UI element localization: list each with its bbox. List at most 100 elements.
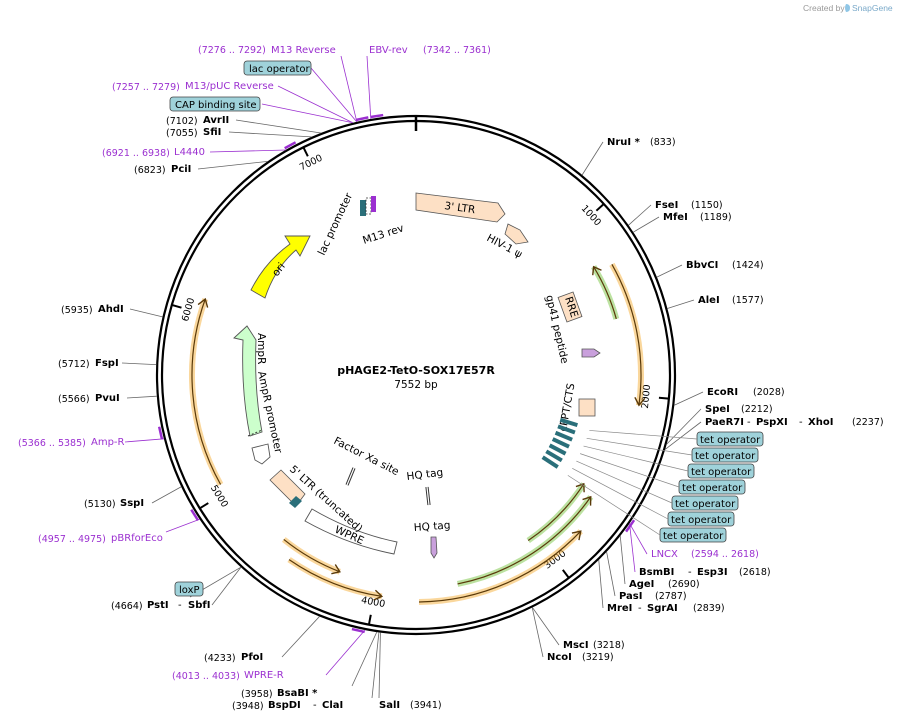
svg-text:(7342 .. 7361): (7342 .. 7361) (423, 45, 491, 56)
primer-m13-reverse[interactable]: (7276 .. 7292)M13 Reverse (198, 45, 336, 56)
box-lac-operator[interactable]: lac operator (243, 60, 312, 76)
cds-green-2[interactable] (456, 495, 594, 587)
site-psti[interactable]: (4664) PstI - SbfI (111, 600, 210, 612)
primer-amp-r[interactable]: (5366 .. 5385)Amp-R (18, 437, 125, 449)
svg-text:tet operator: tet operator (682, 483, 743, 494)
svg-text:loxP: loxP (179, 585, 200, 596)
site-bsmbi[interactable]: BsmBI - Esp3I (2618) (639, 567, 771, 578)
primer-lncx[interactable]: LNCX(2594 .. 2618) (651, 549, 759, 560)
site-pvui[interactable]: (5566)PvuI (58, 393, 120, 405)
box-tet-operator[interactable]: tet operator (691, 447, 759, 463)
leader-line (351, 631, 378, 687)
leader-line (211, 566, 242, 606)
site-ncoi[interactable]: NcoI(3219) (547, 652, 614, 663)
feature-ampr[interactable]: AmpR AmpR promoter (233, 325, 284, 465)
site-msci[interactable]: MscI(3218) (563, 640, 625, 651)
svg-text:-: - (638, 603, 642, 614)
box-tet-operator[interactable]: tet operator (696, 431, 764, 447)
site-bspdi[interactable]: (3948) BspDI - ClaI (232, 700, 343, 712)
svg-text:(7102): (7102) (166, 116, 198, 127)
primer-ebv-rev[interactable]: EBV-rev(7342 .. 7361) (369, 45, 491, 56)
leader-line (629, 523, 636, 573)
svg-text:(3941): (3941) (410, 700, 442, 711)
svg-text:tet operator: tet operator (663, 531, 724, 542)
site-sspi[interactable]: (5130)SspI (84, 498, 144, 510)
leader-line (633, 216, 660, 233)
box-tet-operator[interactable]: tet operator (687, 463, 755, 479)
box-loxp[interactable]: loxP (174, 581, 204, 597)
primer-l4440[interactable]: (6921 .. 6938)L4440 (102, 147, 205, 159)
cds-green-1[interactable] (591, 265, 620, 320)
site-pasi[interactable]: PasI(2787) (619, 591, 687, 602)
site-paer7i[interactable]: PaeR7I - PspXI - XhoI (2237) (705, 417, 884, 428)
tick-label: 5000 (208, 483, 230, 509)
box-tet-operator[interactable]: tet operator (659, 527, 727, 543)
site-ahdi[interactable]: (5935)AhdI (61, 304, 124, 316)
leader-line (209, 149, 286, 153)
site-pcii[interactable]: (6823)PciI (134, 164, 191, 176)
svg-text:LNCX: LNCX (651, 549, 678, 560)
cds-orange-2[interactable] (418, 529, 583, 605)
cds-orange-3[interactable] (287, 557, 384, 601)
watermark[interactable]: Created by SnapGene (803, 3, 893, 13)
leader-line (531, 607, 544, 658)
site-bbvci[interactable]: BbvCI(1424) (686, 260, 764, 271)
svg-text:-: - (747, 417, 751, 428)
svg-text:AgeI: AgeI (629, 579, 654, 590)
site-sali[interactable]: SalI(3941) (379, 700, 442, 711)
site-pfoi[interactable]: (4233)PfoI (204, 652, 263, 664)
leader-line (674, 391, 704, 406)
feature-factor-xa[interactable]: Factor Xa site (332, 435, 401, 486)
svg-text:MreI: MreI (607, 603, 632, 614)
box-tet-operator[interactable]: tet operator (671, 495, 739, 511)
feature-ori[interactable]: ori (250, 235, 311, 299)
svg-text:(6823): (6823) (134, 165, 166, 176)
cds-green-3[interactable] (526, 482, 587, 544)
feature-hiv-psi[interactable]: HIV-1 ψ (485, 223, 529, 261)
svg-text:(2212): (2212) (741, 404, 773, 415)
site-fspi[interactable]: (5712)FspI (58, 358, 119, 370)
site-mrei[interactable]: MreI - SgrAI (2839) (607, 603, 725, 614)
site-nrui[interactable]: NruI *(833) (607, 137, 676, 148)
leader-line (235, 119, 321, 134)
svg-text:(5130): (5130) (84, 499, 116, 510)
primer-wpre-r[interactable]: (4013 .. 4033)WPRE-R (172, 670, 284, 682)
leader-line (261, 103, 353, 124)
leader-line (667, 299, 695, 309)
feature-hq-tag-1-label: HQ tag (406, 467, 444, 483)
box-tet-operator[interactable]: tet operator (678, 479, 746, 495)
site-alei[interactable]: AleI(1577) (698, 295, 764, 306)
svg-text:(7055): (7055) (166, 128, 198, 139)
site-bsabi[interactable]: (3958)BsaBI * (241, 688, 318, 700)
svg-text:(1577): (1577) (732, 295, 764, 306)
feature-rre[interactable]: RRE (557, 291, 583, 323)
feature-hq-tag-2[interactable]: HQ tag (413, 519, 451, 559)
site-fsei[interactable]: FseI(1150) (655, 200, 723, 211)
box-tet-operator[interactable]: tet operator (667, 511, 735, 527)
cds-orange-4[interactable] (281, 537, 341, 575)
site-avrii[interactable]: (7102)AvrII (166, 115, 229, 127)
leader-line (378, 632, 381, 699)
leader-line (629, 523, 648, 555)
svg-text:(4664): (4664) (111, 601, 143, 612)
primer-m13-puc-reverse[interactable]: (7257 .. 7279)M13/pUC Reverse (112, 81, 274, 93)
feature-3ltr[interactable]: 3' LTR (415, 192, 506, 223)
feature-hq-tag-1[interactable]: HQ tag (406, 467, 444, 506)
site-mfei[interactable]: MfeI(1189) (663, 212, 732, 223)
cds-orange-5[interactable] (189, 297, 224, 486)
tet-operator-block (545, 449, 563, 463)
leader-line (121, 362, 157, 366)
svg-text:FspI: FspI (95, 358, 119, 369)
site-ecori[interactable]: EcoRI(2028) (707, 387, 785, 398)
leader-line (197, 160, 268, 170)
box-cap-binding-site[interactable]: CAP binding site (169, 96, 261, 112)
plasmid-size: 7552 bp (394, 379, 438, 391)
cds-orange-1[interactable] (609, 262, 646, 407)
site-sfii[interactable]: (7055)SfiI (166, 127, 221, 139)
feature-lac-promoter[interactable]: lac promoter M13 rev (316, 191, 406, 258)
feature-m13-rev-label: M13 rev (361, 222, 405, 247)
primer-pbrforeco[interactable]: (4957 .. 4975)pBRforEco (38, 533, 163, 545)
svg-text:PvuI: PvuI (95, 393, 120, 404)
site-spei[interactable]: SpeI(2212) (705, 404, 773, 415)
site-agei[interactable]: AgeI(2690) (629, 579, 700, 590)
